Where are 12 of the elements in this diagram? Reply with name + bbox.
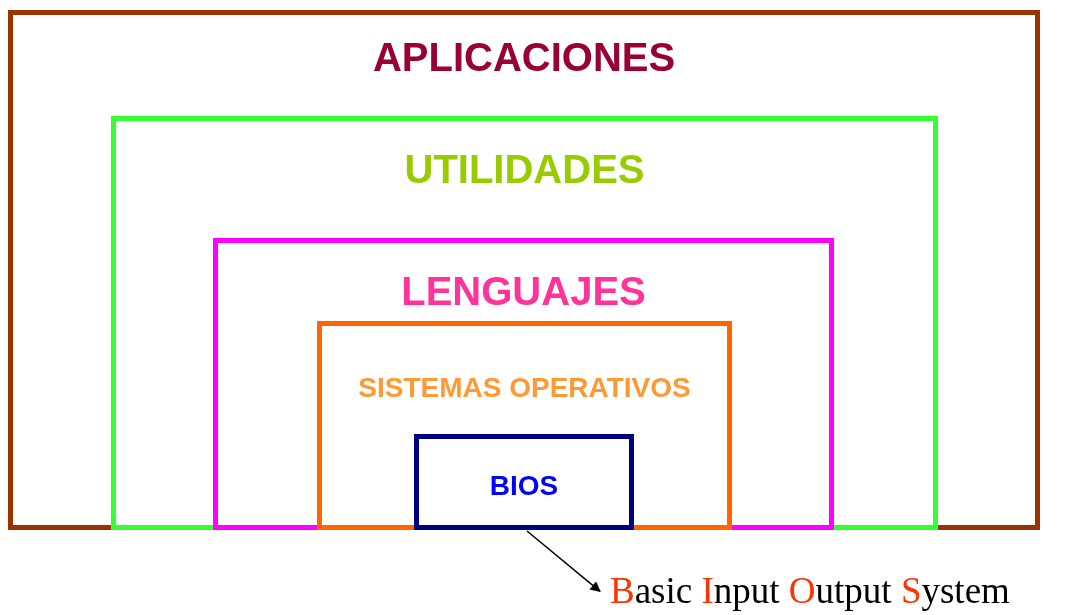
caption-text: Basic Input Output System: [610, 572, 1010, 611]
layer-box: [111, 116, 938, 530]
layer-title: LENGUAJES: [401, 269, 646, 314]
layer-box: [317, 321, 732, 530]
layer-title: BIOS: [489, 470, 559, 502]
leader-arrow: [526, 530, 601, 593]
layer-box: [8, 10, 1040, 530]
layer-title: UTILIDADES: [404, 147, 645, 192]
layer-box: [213, 238, 834, 530]
layer-title: APLICACIONES: [372, 35, 676, 80]
layer-box: [414, 434, 634, 530]
layer-title: SISTEMAS OPERATIVOS: [358, 372, 691, 404]
